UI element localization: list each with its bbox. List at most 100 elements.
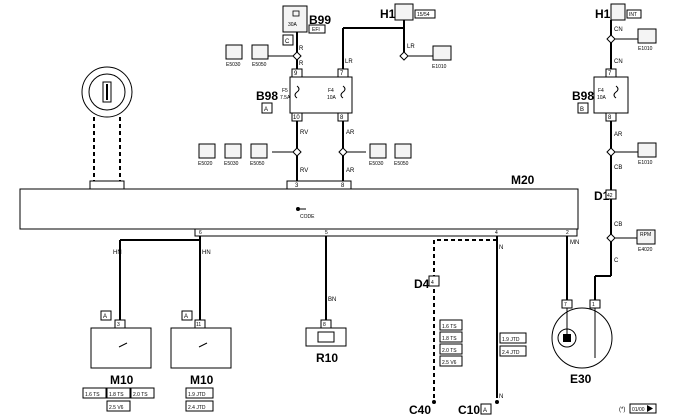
svg-text:BN: BN: [328, 297, 336, 303]
r10-label: R10: [316, 351, 338, 365]
fuse-b-f4-symbol: [613, 85, 619, 99]
svg-text:1.6 TS: 1.6 TS: [85, 392, 100, 398]
svg-text:E5020: E5020: [198, 161, 213, 167]
d4-label: D4: [414, 277, 430, 291]
svg-text:E5050: E5050: [250, 161, 265, 167]
svg-text:11: 11: [196, 322, 201, 328]
h1-right-badge: INT: [629, 12, 637, 18]
svg-text:8: 8: [608, 115, 612, 121]
svg-text:4: 4: [495, 230, 498, 236]
h1-left-label: H1: [380, 7, 396, 21]
b99-efi-badge: EFI: [312, 27, 320, 33]
svg-text:MN: MN: [570, 240, 579, 246]
m20-top-connector: [286, 180, 352, 190]
svg-text:CN: CN: [614, 27, 623, 33]
svg-text:1: 1: [592, 302, 595, 308]
svg-text:HN: HN: [202, 250, 211, 256]
svg-text:CB: CB: [614, 165, 622, 171]
svg-text:E5030: E5030: [224, 161, 239, 167]
svg-text:E1010: E1010: [638, 160, 653, 166]
h1-right-label: H1: [595, 7, 611, 21]
fuse-f5-symbol: [294, 85, 300, 99]
e1010-a-icon: [432, 45, 452, 61]
svg-text:42: 42: [607, 193, 613, 199]
svg-text:7: 7: [564, 302, 567, 308]
arrow-right-icon: [647, 405, 653, 412]
svg-text:AR: AR: [346, 130, 355, 136]
m20-key-code: CODE: [300, 214, 315, 220]
svg-text:8: 8: [341, 183, 345, 189]
svg-text:E5050: E5050: [394, 161, 409, 167]
m10-a-injector: [90, 327, 152, 369]
svg-text:7: 7: [340, 71, 344, 77]
svg-text:E1010: E1010: [432, 64, 447, 70]
m20-key-icon: [296, 207, 306, 211]
svg-text:LR: LR: [407, 44, 415, 50]
svg-text:LR: LR: [345, 59, 353, 65]
svg-text:A: A: [184, 314, 188, 320]
svg-text:1.8 TS: 1.8 TS: [442, 336, 457, 342]
b98-a-tag: A: [264, 107, 268, 113]
svg-text:RV: RV: [300, 168, 308, 174]
svg-text:10A: 10A: [597, 95, 607, 101]
m20-label: M20: [511, 173, 535, 187]
svg-text:1.8 TS: 1.8 TS: [109, 392, 124, 398]
svg-text:2.0 TS: 2.0 TS: [133, 392, 148, 398]
svg-text:8: 8: [323, 322, 326, 328]
c10-label: C10: [458, 403, 480, 417]
r10-component: [305, 327, 347, 347]
svg-text:E4020: E4020: [638, 247, 653, 253]
b98-b-fusebox: [593, 76, 629, 114]
svg-text:5: 5: [325, 230, 328, 236]
svg-text:R: R: [299, 61, 304, 67]
svg-text:F5: F5: [282, 88, 288, 94]
svg-text:4: 4: [431, 280, 434, 286]
svg-text:CB: CB: [614, 222, 622, 228]
m10-a-label: M10: [110, 373, 134, 387]
footnote-mark: (*): [619, 407, 625, 413]
svg-text:A: A: [103, 314, 107, 320]
svg-text:A: A: [483, 408, 487, 414]
b99-fuse-rating: 30A: [288, 22, 298, 28]
svg-text:E1010: E1010: [638, 46, 653, 52]
svg-text:RPM: RPM: [640, 232, 651, 238]
m10-b-injector: [170, 327, 232, 369]
c40-label: C40: [409, 403, 431, 417]
svg-text:10A: 10A: [327, 95, 337, 101]
b98-a-label: B98: [256, 89, 278, 103]
svg-text:6: 6: [199, 230, 202, 236]
svg-text:3: 3: [117, 322, 120, 328]
svg-text:2.4 JTD: 2.4 JTD: [502, 350, 520, 356]
b98-a-fusebox: [289, 76, 353, 114]
svg-text:F4: F4: [598, 88, 604, 94]
svg-text:8: 8: [340, 115, 344, 121]
svg-text:10: 10: [293, 115, 300, 121]
b98-b-tag: B: [580, 107, 584, 113]
svg-text:CN: CN: [614, 59, 623, 65]
svg-text:N: N: [499, 245, 503, 251]
svg-text:9: 9: [294, 71, 298, 77]
svg-text:2.0 TS: 2.0 TS: [442, 348, 457, 354]
svg-text:1.6 TS: 1.6 TS: [442, 324, 457, 330]
svg-text:C: C: [614, 258, 619, 264]
m20-bottom-connector: [194, 228, 578, 237]
svg-text:AR: AR: [346, 168, 355, 174]
svg-text:2: 2: [566, 230, 569, 236]
svg-text:7: 7: [608, 71, 612, 77]
m20-ignition-connector: [89, 180, 125, 190]
svg-text:1.9 JTD: 1.9 JTD: [502, 337, 520, 343]
svg-text:E5030: E5030: [369, 161, 384, 167]
b98-b-label: B98: [572, 89, 594, 103]
svg-text:2.4 JTD: 2.4 JTD: [188, 405, 206, 411]
h1-right-switch: [610, 3, 626, 21]
h1-left-badge: 15/54: [417, 12, 430, 18]
svg-text:2.5 V6: 2.5 V6: [109, 405, 124, 411]
fuse-f4-symbol: [340, 85, 346, 99]
svg-text:N: N: [499, 394, 503, 400]
svg-text:HN: HN: [113, 250, 122, 256]
b99-label: B99: [309, 13, 331, 27]
svg-text:7.5A: 7.5A: [280, 95, 291, 101]
footnote-code: 01/00: [632, 407, 645, 413]
h1-left-switch: [394, 3, 414, 21]
